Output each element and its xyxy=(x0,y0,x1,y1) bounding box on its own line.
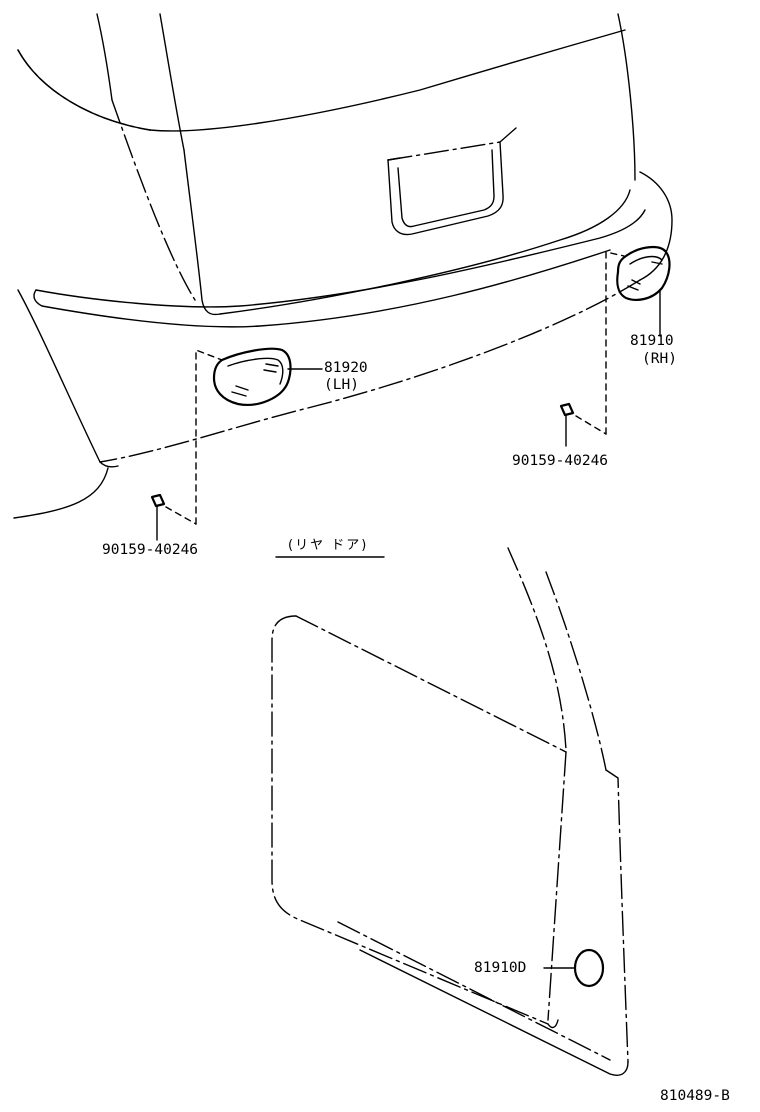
part-number-81910d: 81910D xyxy=(474,960,527,976)
part-number-81910: 81910 xyxy=(630,333,674,349)
screw-part-number-left: 90159-40246 xyxy=(102,542,199,558)
vehicle-body xyxy=(17,13,636,316)
screw-right xyxy=(559,251,625,447)
side-label-lh: (LH) xyxy=(324,377,359,393)
lamp-81910-rh xyxy=(616,246,671,337)
part-number-81920: 81920 xyxy=(324,360,368,376)
rear-door-caption: (リヤ ドア) xyxy=(288,538,369,553)
screw-part-number-right: 90159-40246 xyxy=(512,453,609,469)
rear-door xyxy=(271,547,629,1076)
diagram-number: 810489-B xyxy=(660,1088,730,1104)
screw-left xyxy=(150,349,223,541)
side-label-rh: (RH) xyxy=(642,351,677,367)
emblem-81910d xyxy=(543,948,605,988)
lamp-81920-lh xyxy=(212,347,323,406)
rear-bumper xyxy=(13,171,673,519)
